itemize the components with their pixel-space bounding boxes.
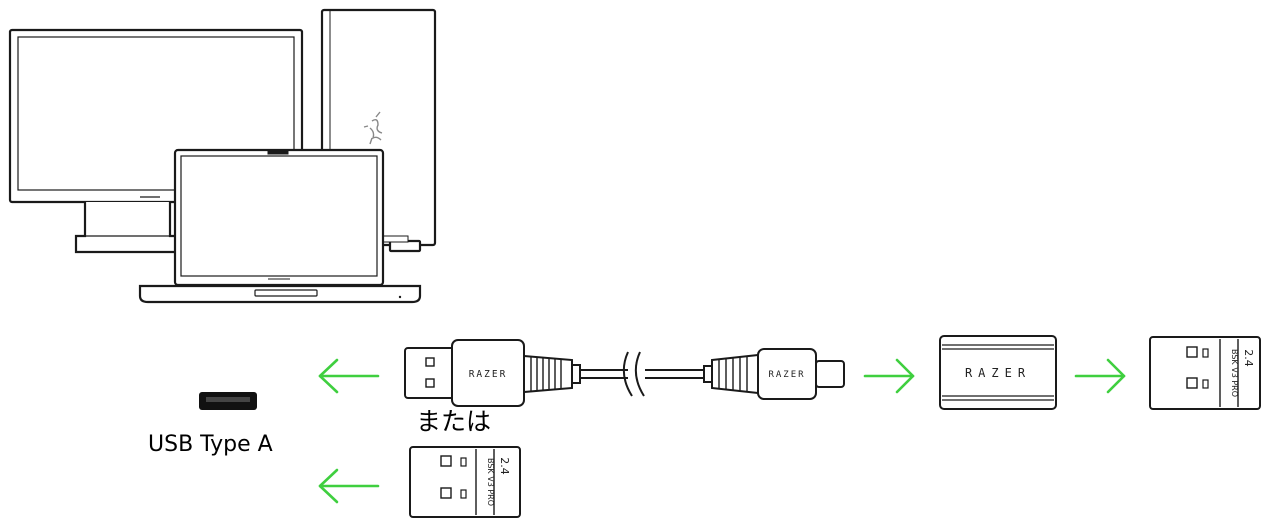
cable-wire: [580, 351, 705, 397]
usb-cable: [404, 339, 845, 407]
usb-c-plug-tip: [815, 360, 845, 388]
adapter-brand: RAZER: [965, 366, 1031, 380]
arrows-group: [318, 358, 1126, 504]
usb-a-plug-tip: [404, 347, 456, 399]
wireless-dongle-right: [1149, 336, 1261, 410]
cable-connector-brand: RAZER: [768, 370, 805, 380]
or-label: または: [416, 407, 492, 436]
laptop: [138, 148, 422, 304]
cable-plug-brand: RAZER: [469, 369, 508, 380]
usb-type-a-port-icon: [199, 392, 257, 410]
wireless-dongle-lower: [409, 446, 521, 518]
dongle-right-model: BSK V3 PRO: [1230, 349, 1239, 397]
usb-type-a-label: USB Type A: [148, 432, 273, 457]
dongle-lower-freq: 2.4: [498, 457, 511, 475]
arrow-right-icon-to-dongle: [1074, 358, 1126, 394]
usb-c-strain-relief: [703, 353, 759, 395]
arrow-left-icon-upper: [318, 358, 380, 394]
dongle-lower-model: BSK V3 PRO: [486, 458, 495, 506]
razer-logo-icon: [363, 111, 383, 145]
arrow-left-icon-lower: [318, 468, 380, 504]
devices-group: [8, 8, 437, 304]
arrow-right-icon-to-adapter: [863, 358, 915, 394]
dongle-right-freq: 2.4: [1242, 349, 1255, 367]
usb-a-strain-relief: [523, 354, 581, 394]
dongle-adapter: [939, 335, 1057, 410]
